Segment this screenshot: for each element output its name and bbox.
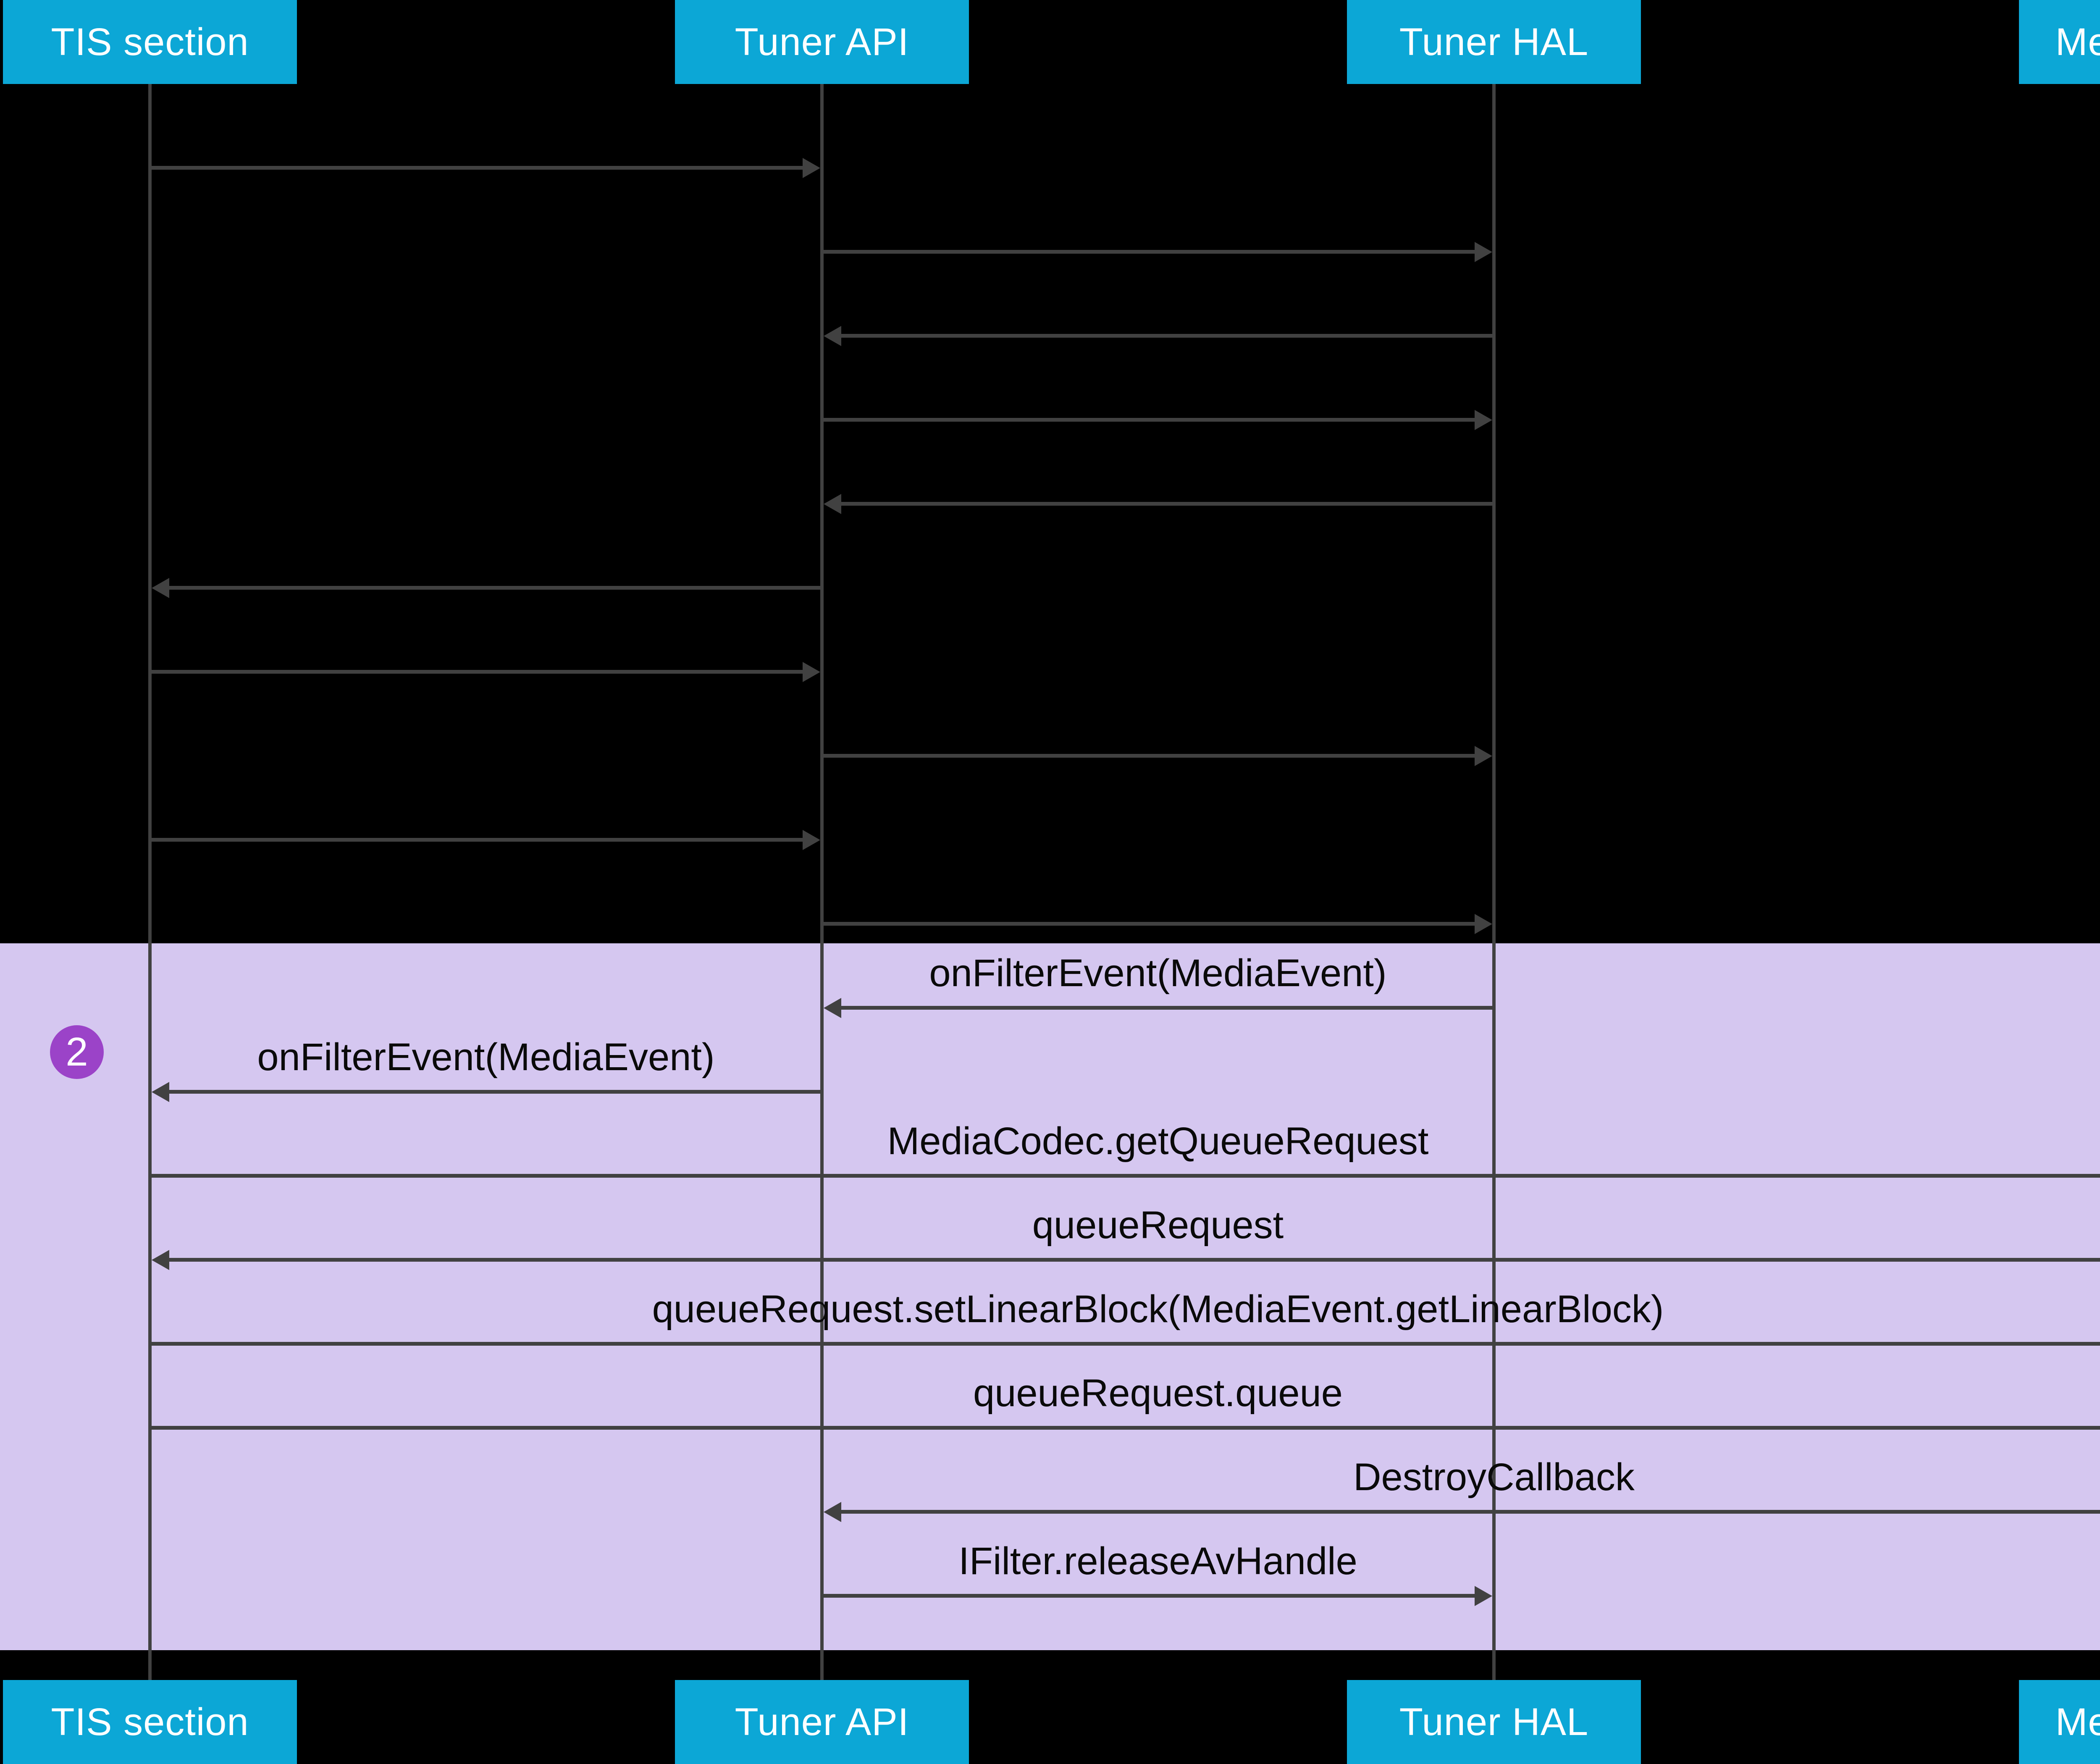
arrowhead-icon — [1475, 746, 1492, 766]
arrowhead-icon — [803, 662, 820, 682]
message-arrow — [836, 502, 1494, 506]
lane-header-top-hal: Tuner HAL — [1347, 0, 1641, 84]
message-label: queueRequest.queue — [973, 1372, 1343, 1415]
message-label: MediaCodec.getQueueRequest — [887, 1120, 1429, 1163]
lifeline-api — [820, 84, 824, 1680]
arrowhead-icon — [1475, 914, 1492, 934]
message-label: onFilterEvent(MediaEvent) — [929, 952, 1387, 995]
lane-header-top-codec: MediaCodec — [2019, 0, 2100, 84]
lane-header-bottom-hal: Tuner HAL — [1347, 1680, 1641, 1764]
message-arrow — [150, 166, 808, 170]
arrowhead-icon — [803, 830, 820, 850]
arrowhead-icon — [152, 1250, 169, 1270]
message-arrow — [822, 1594, 1480, 1598]
message-arrow — [164, 1090, 822, 1094]
message-arrow — [822, 754, 1480, 758]
lane-header-label: Tuner API — [735, 20, 909, 63]
lane-header-bottom-tis: TIS section — [3, 1680, 297, 1764]
message-label: queueRequest.setLinearBlock(MediaEvent.g… — [652, 1288, 1664, 1331]
lifeline-hal — [1492, 84, 1496, 1680]
message-arrow — [150, 670, 808, 674]
arrowhead-icon — [824, 326, 841, 346]
message-arrow — [836, 1510, 2100, 1514]
arrowhead-icon — [152, 578, 169, 598]
lane-header-label: TIS section — [51, 20, 249, 63]
lane-header-top-api: Tuner API — [675, 0, 969, 84]
message-arrow — [150, 838, 808, 842]
arrowhead-icon — [824, 1502, 841, 1522]
message-arrow — [150, 1342, 2100, 1346]
message-arrow — [822, 250, 1480, 254]
lane-header-top-tis: TIS section — [3, 0, 297, 84]
message-label: queueRequest — [1032, 1204, 1284, 1247]
arrowhead-icon — [824, 998, 841, 1018]
message-arrow — [822, 922, 1480, 926]
message-arrow — [822, 418, 1480, 422]
lane-header-bottom-codec: MediaCodec — [2019, 1680, 2100, 1764]
lane-header-label: Tuner HAL — [1399, 20, 1589, 63]
arrowhead-icon — [1475, 1586, 1492, 1606]
lane-header-bottom-api: Tuner API — [675, 1680, 969, 1764]
message-label: DestroyCallback — [1353, 1456, 1635, 1499]
arrowhead-icon — [803, 158, 820, 178]
message-label: IFilter.releaseAvHandle — [958, 1540, 1357, 1583]
step-badge: 2 — [50, 1025, 104, 1079]
message-arrow — [836, 334, 1494, 338]
lane-header-label: MediaCodec — [2055, 1700, 2100, 1743]
message-arrow — [164, 586, 822, 590]
message-label: onFilterEvent(MediaEvent) — [257, 1036, 715, 1079]
lifeline-tis — [148, 84, 152, 1680]
message-arrow — [164, 1258, 2100, 1262]
message-arrow — [150, 1174, 2100, 1178]
arrowhead-icon — [152, 1082, 169, 1102]
lane-header-label: TIS section — [51, 1700, 249, 1743]
lane-header-label: Tuner API — [735, 1700, 909, 1743]
arrowhead-icon — [1475, 242, 1492, 262]
step-badge-label: 2 — [66, 1029, 88, 1074]
lane-header-label: Tuner HAL — [1399, 1700, 1589, 1743]
message-arrow — [150, 1426, 2100, 1430]
highlight-region — [0, 943, 2100, 1650]
arrowhead-icon — [824, 494, 841, 514]
message-arrow — [836, 1006, 1494, 1010]
arrowhead-icon — [1475, 410, 1492, 430]
lane-header-label: MediaCodec — [2055, 20, 2100, 63]
